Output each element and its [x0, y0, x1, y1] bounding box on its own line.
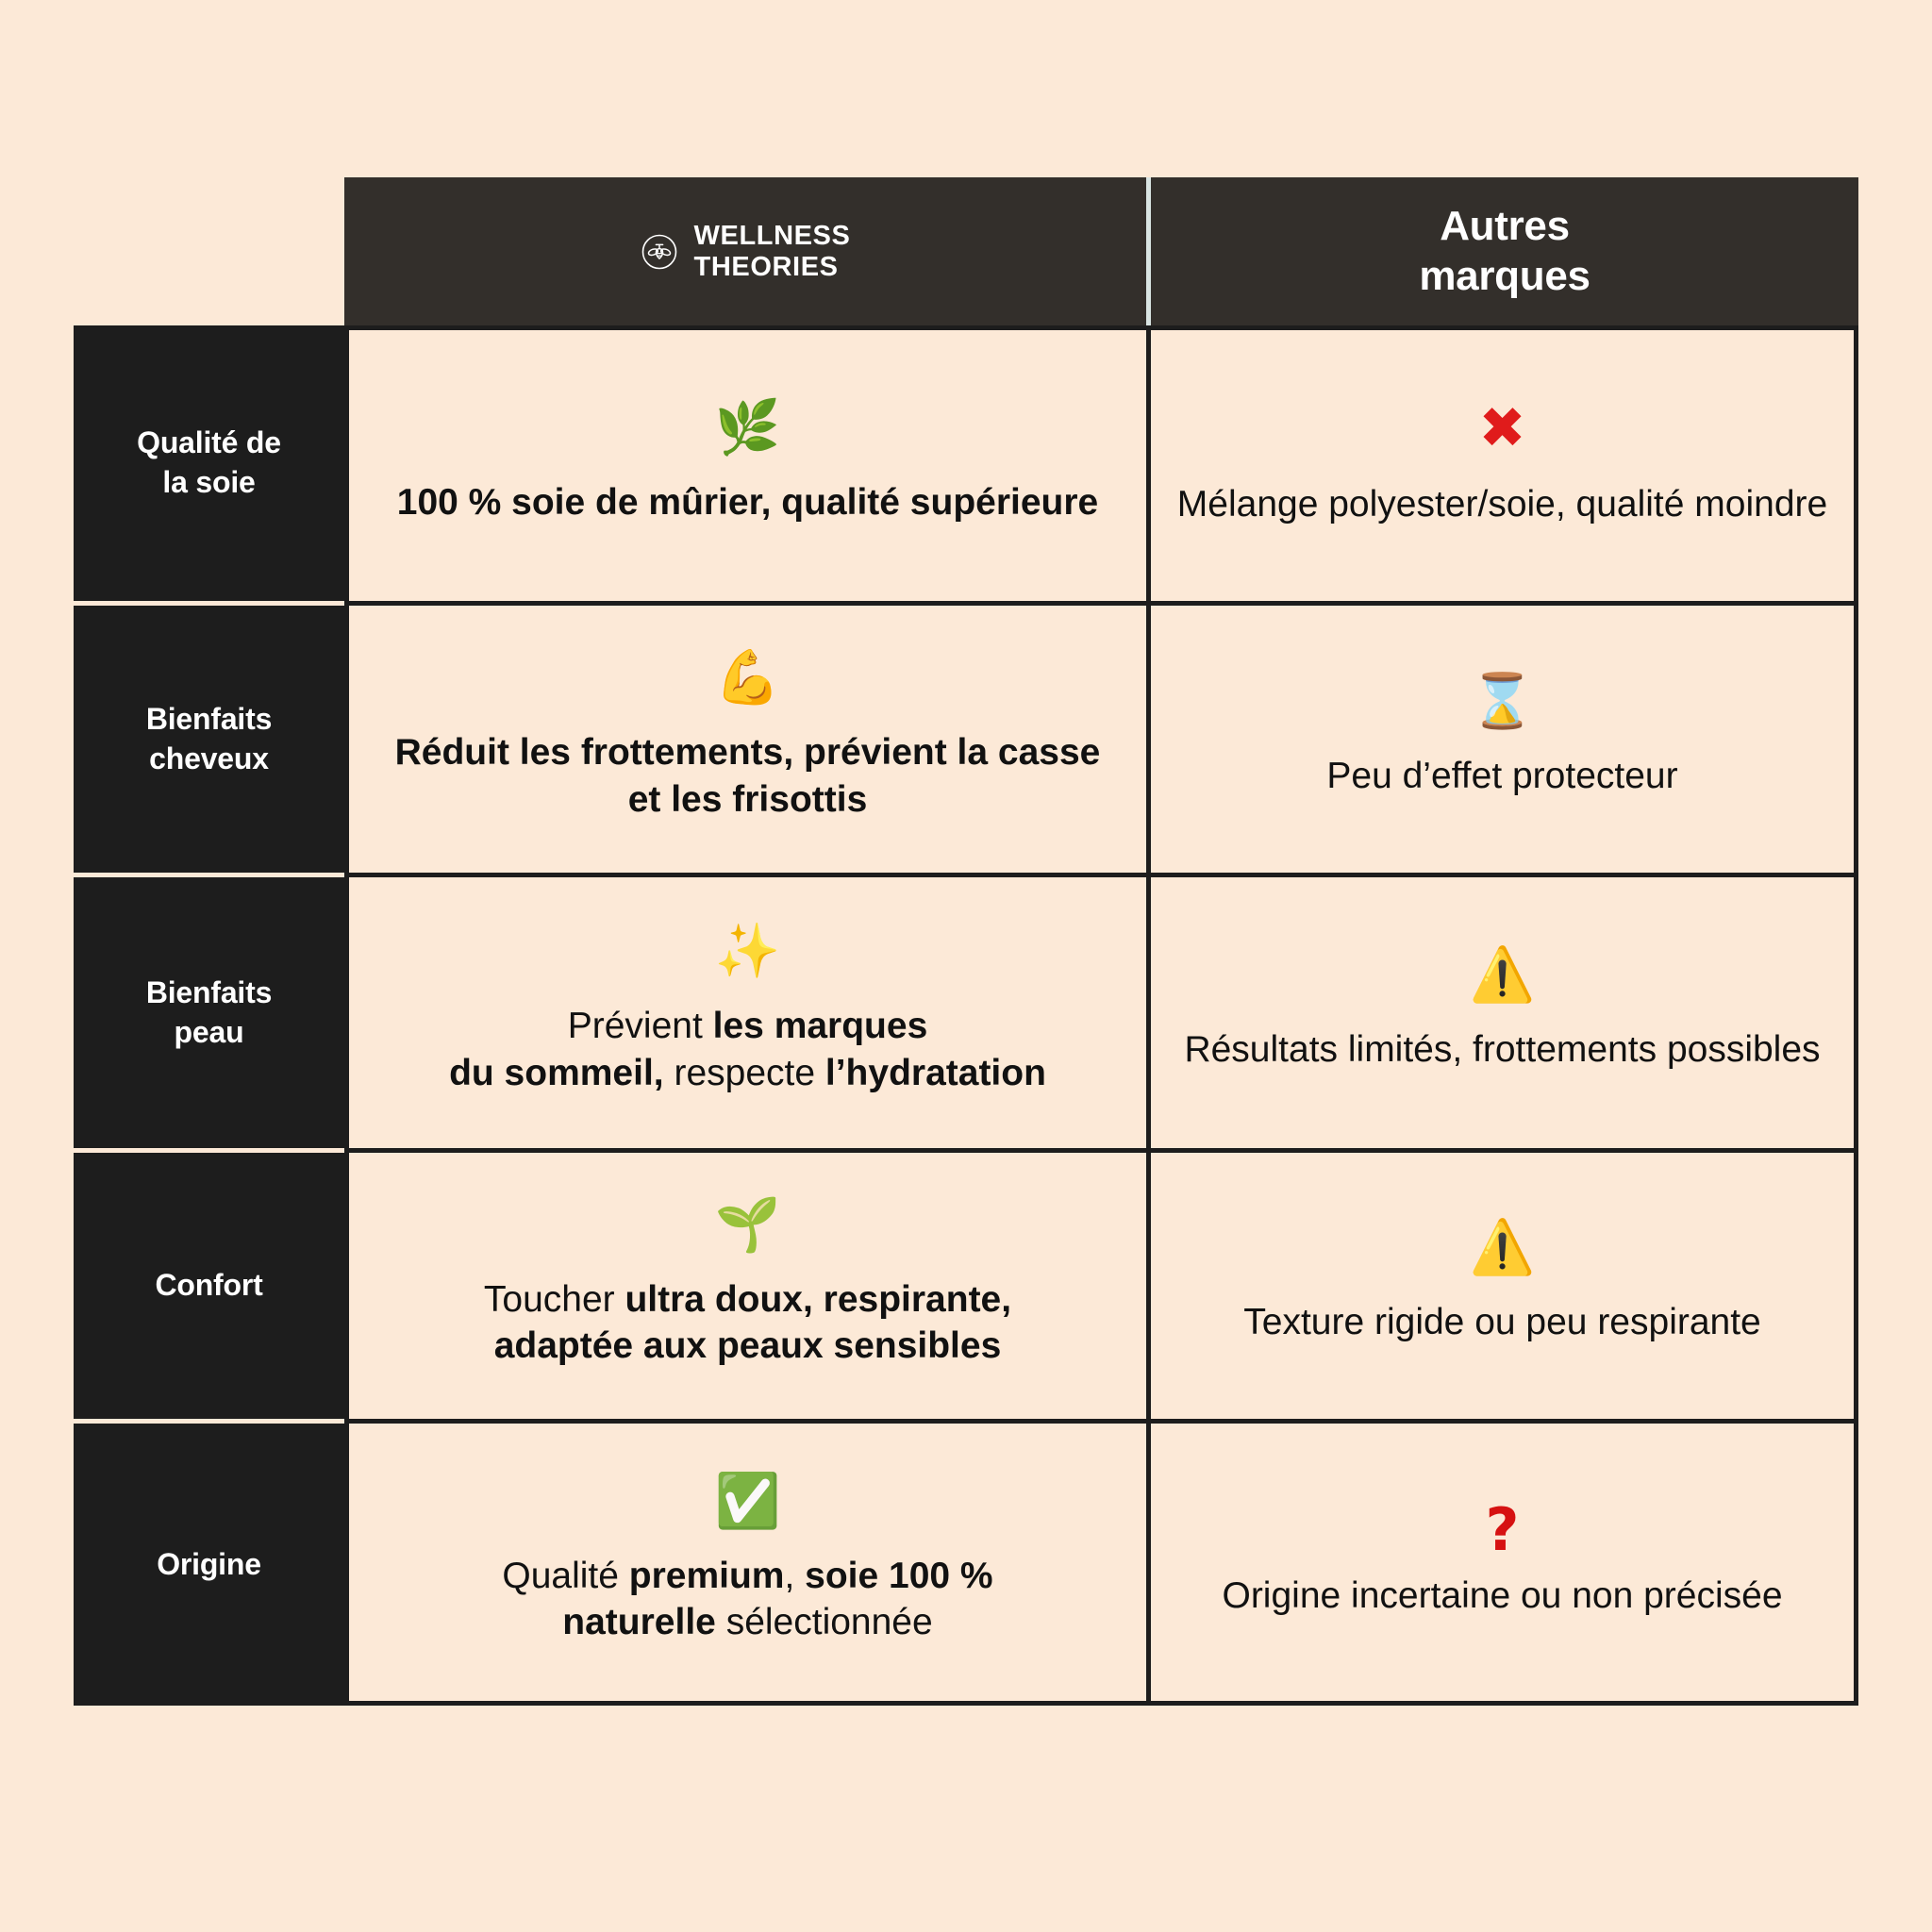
row-label-5: Origine — [74, 1419, 344, 1706]
brand-name: WELLNESS THEORIES — [693, 221, 851, 282]
cell-other-row-2: ⌛ Peu d’effet protecteur — [1146, 601, 1858, 873]
cell-brand-row-2: 💪 Réduit les frottements, prévient la cas… — [344, 601, 1146, 873]
cell-text-other-row-5: Origine incertaine ou non précisée — [1222, 1575, 1783, 1617]
cell-brand-row-5: ✅ Qualité premium, soie 100 %naturelle sé… — [344, 1419, 1146, 1706]
row-label-4: Confort — [74, 1148, 344, 1419]
cell-text-brand-row-2: Réduit les frottements, prévient la cass… — [394, 732, 1101, 820]
sparkles-emoji: ✨ — [714, 921, 781, 983]
cell-text-brand-row-1: 100 % soie de mûrier, qualité supérieure — [396, 481, 1099, 523]
white-check-mark-emoji: ✅ — [714, 1470, 781, 1532]
cell-text-brand-row-5: Qualité premium, soie 100 %naturelle sél… — [502, 1555, 993, 1642]
cell-other-row-5: ? Origine incertaine ou non précisée — [1146, 1419, 1858, 1706]
cell-other-row-1: ✖ Mélange polyester/soie, qualité moindre — [1146, 325, 1858, 601]
herb-leaf-emoji: 🌿 — [714, 396, 781, 458]
row-label-3: Bienfaits peau — [74, 873, 344, 1148]
red-question-mark: ? — [1485, 1495, 1520, 1565]
row-label-2: Bienfaits cheveux — [74, 601, 344, 873]
cell-brand-row-4: 🌱 Toucher ultra doux, respirante,adaptée … — [344, 1148, 1146, 1419]
header-corner-spacer — [74, 177, 344, 325]
cell-brand-row-1: 🌿 100 % soie de mûrier, qualité supérieur… — [344, 325, 1146, 601]
cell-other-row-3: ⚠️ Résultats limités, frottements possibl… — [1146, 873, 1858, 1148]
cell-other-row-4: ⚠️ Texture rigide ou peu respirante — [1146, 1148, 1858, 1419]
cell-text-other-row-3: Résultats limités, frottements possibles — [1184, 1028, 1821, 1070]
row-label-1: Qualité de la soie — [74, 325, 344, 601]
cell-text-other-row-2: Peu d’effet protecteur — [1326, 755, 1678, 796]
bee-logo-icon — [641, 233, 678, 271]
warning-sign-emoji: ⚠️ — [1469, 943, 1536, 1006]
header-other-cell: Autres marques — [1146, 177, 1858, 325]
brand-lockup: WELLNESS THEORIES — [641, 221, 851, 282]
seedling-emoji: 🌱 — [714, 1193, 781, 1256]
red-cross-mark-emoji: ✖ — [1478, 394, 1526, 461]
header-other-title: Autres marques — [1419, 202, 1591, 299]
cell-text-other-row-1: Mélange polyester/soie, qualité moindre — [1176, 483, 1828, 525]
cell-text-brand-row-4: Toucher ultra doux, respirante,adaptée a… — [483, 1278, 1012, 1366]
hourglass-emoji: ⌛ — [1469, 670, 1536, 732]
flexed-biceps-emoji: 💪 — [714, 647, 781, 709]
warning-sign-emoji: ⚠️ — [1469, 1217, 1536, 1279]
header-brand-cell: WELLNESS THEORIES — [344, 177, 1146, 325]
cell-text-other-row-4: Texture rigide ou peu respirante — [1243, 1302, 1761, 1343]
